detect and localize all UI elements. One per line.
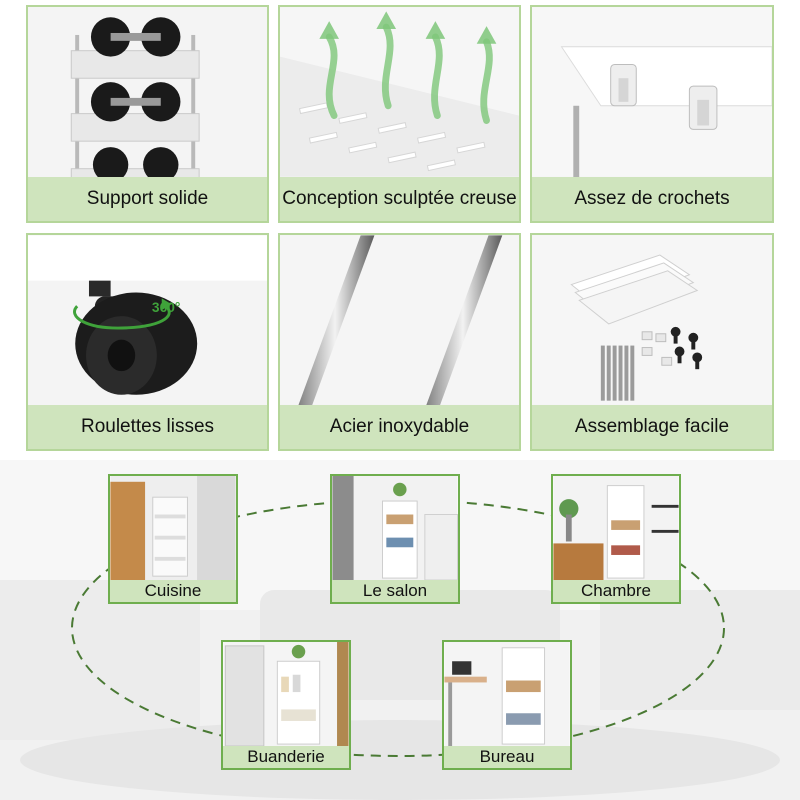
feature-tile-steel: Acier inoxydable bbox=[278, 233, 521, 451]
room-card-kitchen: Cuisine bbox=[108, 474, 238, 604]
wheel-360-badge: 360° bbox=[152, 300, 180, 315]
dumbbell-shelf-icon bbox=[28, 7, 267, 177]
caster-wheel-icon: 360° bbox=[28, 235, 267, 405]
feature-caption: Conception sculptée creuse bbox=[280, 177, 519, 221]
dashed-ring bbox=[71, 499, 725, 757]
feature-caption: Acier inoxydable bbox=[280, 405, 519, 449]
room-caption: Chambre bbox=[553, 580, 679, 602]
room-card-bedroom: Chambre bbox=[551, 474, 681, 604]
hollow-shelf-image bbox=[280, 7, 519, 177]
steel-rod-icon bbox=[280, 235, 519, 405]
laundry-image bbox=[223, 642, 349, 746]
office-image bbox=[444, 642, 570, 746]
dumbbell-shelf-image bbox=[28, 7, 267, 177]
usage-scenes: Cuisine Le salon Chambre bbox=[0, 460, 800, 800]
feature-tile-support: Support solide bbox=[26, 5, 269, 223]
assembly-parts-image bbox=[532, 235, 772, 405]
feature-tile-hollow: Conception sculptée creuse bbox=[278, 5, 521, 223]
hook-image bbox=[532, 7, 772, 177]
room-card-living-room: Le salon bbox=[330, 474, 460, 604]
feature-tile-hooks: Assez de crochets bbox=[530, 5, 774, 223]
feature-caption: Roulettes lisses bbox=[28, 405, 267, 449]
hook-icon bbox=[532, 7, 772, 177]
room-caption: Le salon bbox=[332, 580, 458, 602]
assembly-parts-icon bbox=[532, 235, 772, 405]
steel-rod-image bbox=[280, 235, 519, 405]
room-card-laundry: Buanderie bbox=[221, 640, 351, 770]
kitchen-image bbox=[110, 476, 236, 580]
feature-tile-assembly: Assemblage facile bbox=[530, 233, 774, 451]
room-caption: Bureau bbox=[444, 746, 570, 768]
feature-caption: Assez de crochets bbox=[532, 177, 772, 221]
feature-tile-wheels: 360° Roulettes lisses bbox=[26, 233, 269, 451]
feature-caption: Support solide bbox=[28, 177, 267, 221]
bedroom-image bbox=[553, 476, 679, 580]
living-room-image bbox=[332, 476, 458, 580]
room-card-office: Bureau bbox=[442, 640, 572, 770]
room-caption: Cuisine bbox=[110, 580, 236, 602]
room-caption: Buanderie bbox=[223, 746, 349, 768]
hollow-shelf-icon bbox=[280, 7, 519, 177]
caster-wheel-image: 360° bbox=[28, 235, 267, 405]
feature-caption: Assemblage facile bbox=[532, 405, 772, 449]
